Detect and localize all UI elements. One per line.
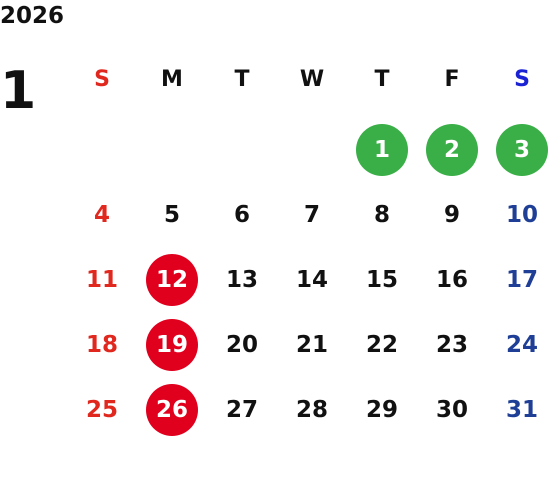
day-cell-tuesday	[207, 117, 277, 182]
holiday-marker: 19	[146, 318, 198, 371]
weekday-header-saturday: S	[514, 67, 530, 92]
day-cell-thursday[interactable]: 1	[347, 117, 417, 182]
day-number: 31	[505, 396, 538, 423]
day-number: 6	[233, 201, 250, 228]
day-cell-sunday[interactable]: 11	[67, 247, 137, 312]
day-number: 22	[365, 331, 398, 358]
day-number: 9	[443, 201, 460, 228]
day-number: 13	[225, 266, 258, 293]
day-cell-thursday[interactable]: 15	[347, 247, 417, 312]
day-number: 30	[435, 396, 468, 423]
day-number: 5	[163, 201, 180, 228]
day-cell-tuesday[interactable]: 6	[207, 182, 277, 247]
week-row: 4 5 6 7 8 9 10	[67, 182, 548, 247]
day-cell-sunday[interactable]: 25	[67, 377, 137, 442]
day-cell-wednesday	[277, 117, 347, 182]
day-cell-saturday[interactable]: 24	[487, 312, 548, 377]
day-cell-sunday	[67, 117, 137, 182]
day-cell-wednesday[interactable]: 14	[277, 247, 347, 312]
holiday-marker: 26	[146, 383, 198, 436]
day-cell-friday[interactable]: 16	[417, 247, 487, 312]
day-number: 8	[373, 201, 390, 228]
day-number: 15	[365, 266, 398, 293]
day-cell-sunday[interactable]: 18	[67, 312, 137, 377]
week-row: 18 19 20 21 22 23 24	[67, 312, 548, 377]
day-cell-friday[interactable]: 9	[417, 182, 487, 247]
day-number: 16	[435, 266, 468, 293]
new-year-holiday-marker: 3	[496, 123, 548, 176]
day-cell-thursday[interactable]: 29	[347, 377, 417, 442]
day-cell-saturday[interactable]: 10	[487, 182, 548, 247]
holiday-marker: 12	[146, 253, 198, 306]
day-cell-sunday[interactable]: 4	[67, 182, 137, 247]
day-cell-monday[interactable]: 12	[137, 247, 207, 312]
weekday-header-friday: F	[444, 67, 460, 92]
day-number: 27	[225, 396, 258, 423]
weekday-header-tuesday: T	[234, 67, 250, 92]
day-number: 4	[93, 201, 110, 228]
day-number: 17	[505, 266, 538, 293]
day-cell-wednesday[interactable]: 21	[277, 312, 347, 377]
day-cell-friday[interactable]: 30	[417, 377, 487, 442]
weekday-header-thursday: T	[374, 67, 390, 92]
day-cell-saturday[interactable]: 17	[487, 247, 548, 312]
day-number: 14	[295, 266, 328, 293]
day-cell-monday[interactable]: 19	[137, 312, 207, 377]
day-cell-tuesday[interactable]: 13	[207, 247, 277, 312]
week-row: 11 12 13 14 15 16 17	[67, 247, 548, 312]
day-number: 11	[85, 266, 118, 293]
day-number: 24	[505, 331, 538, 358]
day-number: 23	[435, 331, 468, 358]
day-cell-thursday[interactable]: 22	[347, 312, 417, 377]
day-number: 21	[295, 331, 328, 358]
year-label: 2026	[0, 3, 65, 29]
month-number: 1	[0, 61, 37, 121]
day-number: 7	[303, 201, 320, 228]
new-year-holiday-marker: 2	[426, 123, 478, 176]
weekday-header-wednesday: W	[299, 67, 325, 92]
day-cell-saturday[interactable]: 3	[487, 117, 548, 182]
new-year-holiday-marker: 1	[356, 123, 408, 176]
day-number: 29	[365, 396, 398, 423]
day-number: 10	[505, 201, 538, 228]
day-cell-thursday[interactable]: 8	[347, 182, 417, 247]
weekday-header-sunday: S	[94, 67, 110, 92]
day-number: 25	[85, 396, 118, 423]
week-row: 25 26 27 28 29 30 31	[67, 377, 548, 442]
weekday-header-row: S M T W T F S	[67, 47, 548, 112]
day-cell-friday[interactable]: 23	[417, 312, 487, 377]
day-cell-tuesday[interactable]: 20	[207, 312, 277, 377]
day-cell-wednesday[interactable]: 7	[277, 182, 347, 247]
day-number: 20	[225, 331, 258, 358]
day-cell-monday	[137, 117, 207, 182]
day-number: 18	[85, 331, 118, 358]
day-cell-saturday[interactable]: 31	[487, 377, 548, 442]
day-cell-monday[interactable]: 5	[137, 182, 207, 247]
weekday-header-monday: M	[161, 67, 183, 92]
day-number: 28	[295, 396, 328, 423]
day-cell-tuesday[interactable]: 27	[207, 377, 277, 442]
day-cell-friday[interactable]: 2	[417, 117, 487, 182]
day-cell-wednesday[interactable]: 28	[277, 377, 347, 442]
day-cell-monday[interactable]: 26	[137, 377, 207, 442]
